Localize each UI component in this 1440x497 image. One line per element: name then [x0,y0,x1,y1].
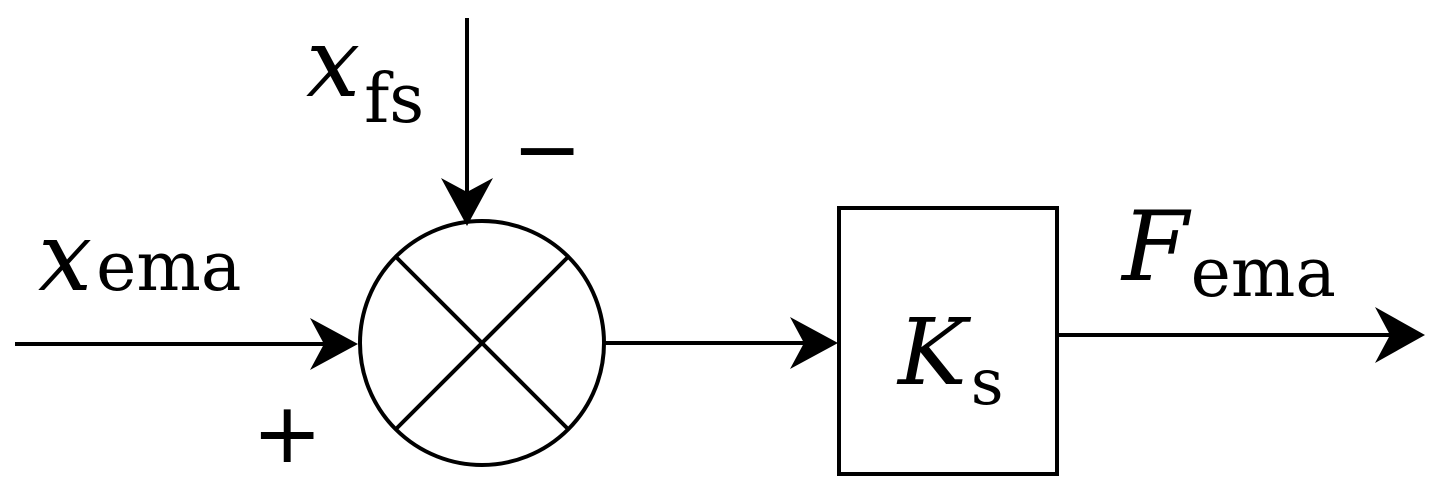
output-label-symbol: F [1120,191,1192,303]
input-arrowhead-x-fs [441,178,493,226]
label-x-ema-symbol: x [38,201,92,313]
label-x-fs-symbol: x [306,7,360,119]
gain-label-symbol: K [896,299,972,406]
label-x-ema-subscript: ema [96,228,241,307]
plus-sign: + [252,384,322,482]
input-arrowhead-x-ema [310,318,358,370]
gain-label-subscript: s [971,346,1004,420]
summing-junction [358,219,606,467]
label-x-fs-subscript: fs [364,60,424,139]
junction-to-gain-arrowhead [790,317,838,369]
output-label-subscript: ema [1191,234,1336,313]
gain-block [837,206,1059,476]
output-arrowhead [1375,307,1425,363]
summing-junction-cross-b [394,255,570,431]
label-x-ema: xema [38,201,241,313]
label-x-fs: xfs [306,7,424,139]
gain-label: Ks [896,299,1004,420]
minus-sign: − [512,100,582,198]
output-label: Fema [1120,191,1336,313]
